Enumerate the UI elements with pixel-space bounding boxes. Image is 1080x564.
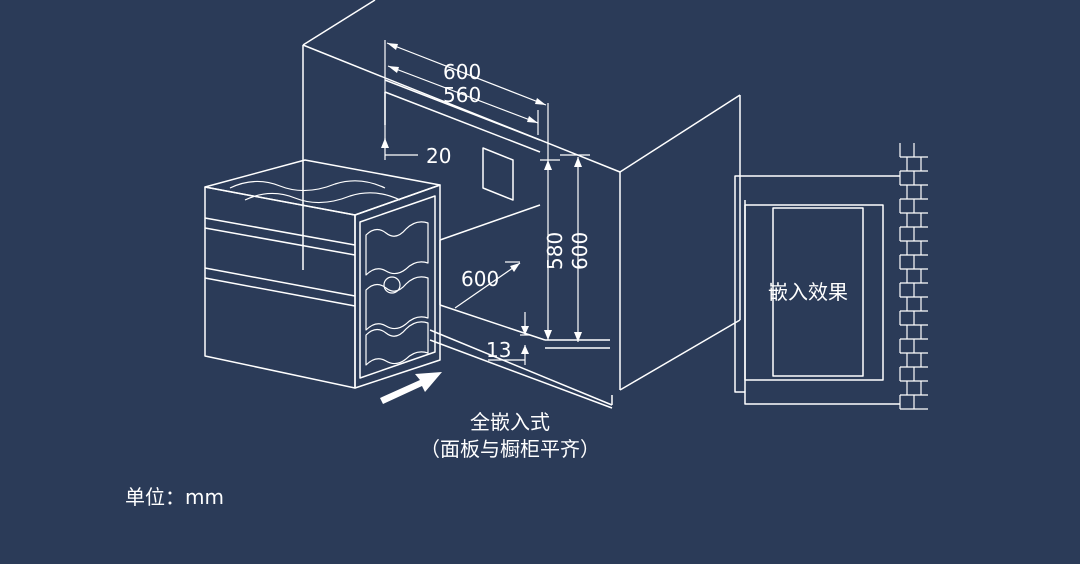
embed-caption-subtitle: （面板与橱柜平齐） [420,437,600,461]
brick-wall [899,143,928,410]
embed-caption-title: 全嵌入式 [470,410,550,434]
dim-top-gap: 20 [426,144,452,168]
dimension-arrows [381,43,582,354]
dim-cabinet-width: 600 [443,60,482,84]
dim-inner-height: 580 [543,231,567,270]
embedded-effect-label: 嵌入效果 [768,280,848,304]
appliance-drawer [204,159,441,389]
cabinet-opening [384,79,610,349]
drawer-rack-pattern [229,180,429,366]
dim-inner-width: 560 [443,83,482,107]
embedded-effect-view [734,175,900,405]
dim-bottom-gap: 13 [486,338,512,362]
dimension-lines [384,40,590,365]
push-arrow [380,372,442,404]
unit-label: 单位：mm [125,485,224,509]
dim-cabinet-height: 600 [568,231,592,270]
cabinet-outline [302,0,741,409]
dim-depth: 600 [461,267,500,291]
